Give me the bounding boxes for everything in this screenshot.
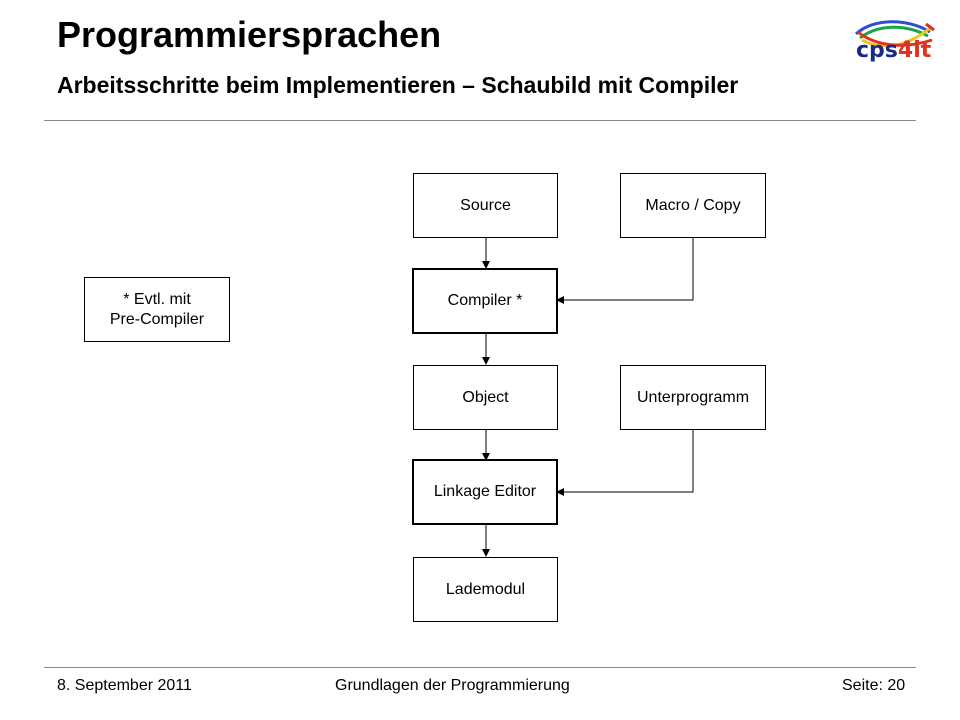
node-source: Source — [413, 173, 558, 238]
footer-date: 8. September 2011 — [57, 677, 192, 694]
node-object: Object — [413, 365, 558, 430]
node-compiler: Compiler * — [412, 268, 558, 334]
logo-text: cps4it — [856, 38, 932, 63]
logo-swoosh-icon — [854, 20, 935, 48]
footer-divider — [44, 667, 916, 668]
page-subtitle: Arbeitsschritte beim Implementieren – Sc… — [57, 72, 739, 98]
footer-course: Grundlagen der Programmierung — [335, 677, 570, 694]
header-divider — [44, 120, 916, 121]
node-linkage-editor: Linkage Editor — [412, 459, 558, 525]
arrow-unterprogramm-to-linkage — [556, 429, 694, 496]
node-unterprogramm: Unterprogramm — [620, 365, 766, 430]
node-precompiler-note: * Evtl. mit Pre-Compiler — [84, 277, 230, 342]
footer-page-number: Seite: 20 — [842, 677, 906, 694]
node-lademodul: Lademodul — [413, 557, 558, 622]
arrow-macro-to-compiler — [556, 237, 694, 304]
page-title: Programmiersprachen — [57, 14, 442, 55]
node-macro-copy: Macro / Copy — [620, 173, 766, 238]
